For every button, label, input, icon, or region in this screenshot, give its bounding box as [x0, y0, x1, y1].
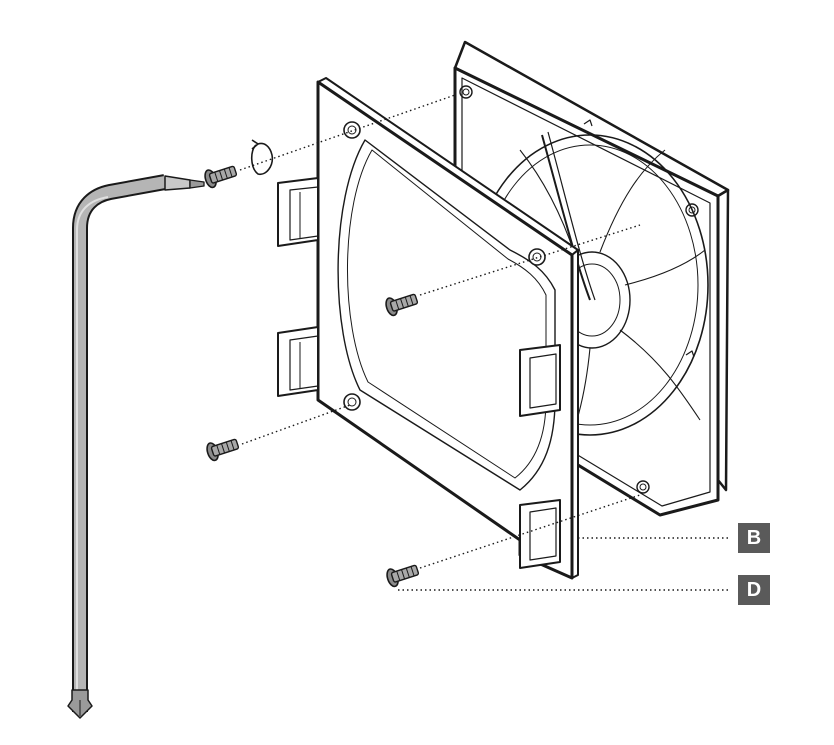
- bracket-clip-top: [277, 177, 319, 247]
- bracket-clip-right-lower: [519, 499, 561, 569]
- alignment-line-top: [239, 94, 456, 171]
- callout-d: D: [738, 575, 770, 605]
- rotate-clockwise-icon: [250, 139, 274, 176]
- screwdriver: [67, 174, 205, 719]
- screw-lower: [206, 438, 240, 462]
- callout-b: B: [738, 523, 770, 553]
- bracket-clip-right-upper: [519, 344, 561, 417]
- bracket-opening: [337, 139, 556, 491]
- fan-hole-bottom-right: [636, 480, 650, 494]
- alignment-lines: [239, 94, 728, 591]
- mounting-bracket: [277, 77, 579, 580]
- fan-hole-top-right: [685, 203, 699, 217]
- screwdriver-shaft: [72, 174, 167, 712]
- bracket-clip-middle: [277, 326, 319, 397]
- screw-middle: [385, 293, 419, 317]
- screw-bottom: [386, 564, 420, 588]
- fan-hole-top-left: [459, 85, 473, 99]
- screwdriver-hex-tip-short: [164, 175, 191, 191]
- screw-top: [204, 165, 238, 189]
- alignment-line-lower: [241, 404, 351, 445]
- fan-strut: [541, 134, 591, 301]
